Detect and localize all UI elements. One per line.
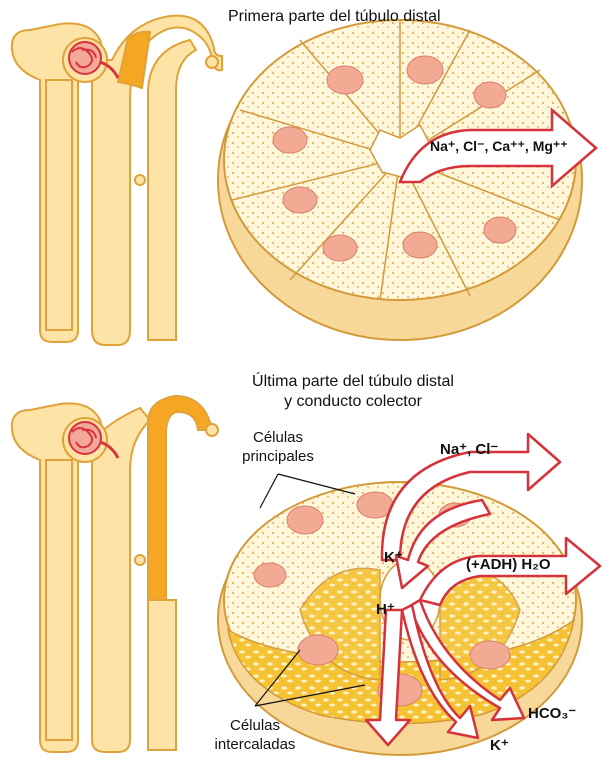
top-title: Primera parte del túbulo distal	[228, 8, 441, 26]
bottom-title: Última parte del túbulo distal y conduct…	[228, 372, 478, 412]
intercalated-cells-line1: Células	[200, 716, 310, 735]
intercalated-cells-line2: intercaladas	[200, 735, 310, 754]
na-cl-label: Na⁺, Cl⁻	[440, 440, 498, 458]
principal-cells-line2: principales	[228, 447, 328, 466]
bottom-title-line1: Última parte del túbulo distal	[228, 372, 478, 392]
nephron-top	[12, 16, 222, 345]
principal-cells-label: Células principales	[228, 428, 328, 466]
k-in-label: K⁺	[384, 548, 403, 566]
top-ions-label: Na⁺, Cl⁻, Ca⁺⁺, Mg⁺⁺	[430, 138, 568, 155]
k-out-label: K⁺	[490, 736, 509, 754]
hco3-label: HCO₃⁻	[528, 704, 576, 722]
intercalated-cells-label: Células intercaladas	[200, 716, 310, 754]
bottom-title-line2: y conducto colector	[228, 392, 478, 412]
h-label: H⁺	[376, 600, 395, 618]
nephron-bottom	[12, 396, 218, 752]
principal-cells-line1: Células	[228, 428, 328, 447]
water-label: (+ADH) H₂O	[466, 556, 551, 573]
